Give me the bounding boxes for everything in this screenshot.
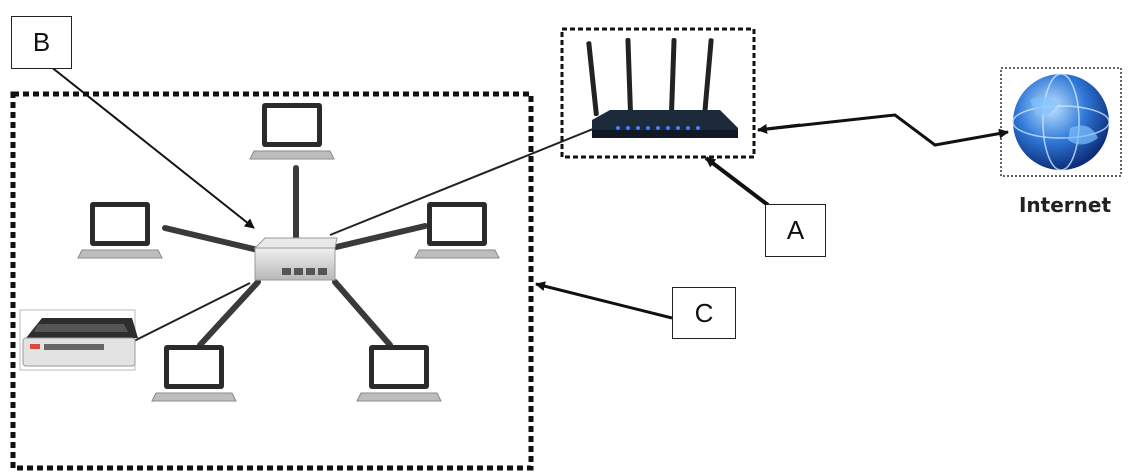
laptop-icon — [77, 202, 163, 259]
laptop-icon — [151, 345, 237, 402]
label-c: C — [672, 287, 736, 339]
cable-bottom-left-laptop — [197, 279, 261, 348]
internet-boundary — [1000, 67, 1122, 177]
cables — [162, 165, 428, 348]
router-icon — [586, 38, 738, 138]
pointer-arrow-b — [49, 65, 255, 229]
laptop-icon — [356, 345, 442, 402]
cable-left-laptop — [162, 225, 261, 253]
wan-link — [757, 113, 1009, 147]
cable-printer — [131, 282, 251, 343]
pointer-arrow-a — [704, 156, 770, 207]
router-boundary — [560, 27, 756, 159]
cable-right-laptop — [329, 223, 428, 251]
pointer-arrow-c — [535, 281, 673, 320]
laptop-icon — [414, 202, 500, 259]
network-switch-icon — [253, 237, 338, 281]
laptop-icon — [249, 103, 335, 160]
label-a: A — [765, 204, 826, 257]
cable-bottom-right-laptop — [332, 279, 393, 348]
globe-icon — [1012, 73, 1110, 171]
lan-boundary — [10, 91, 534, 471]
wan-link-start-arrow — [757, 123, 801, 134]
label-b: B — [11, 16, 72, 69]
cable-switch-router — [329, 126, 599, 236]
printer-icon — [19, 309, 138, 371]
internet-label: Internet — [1018, 193, 1112, 217]
